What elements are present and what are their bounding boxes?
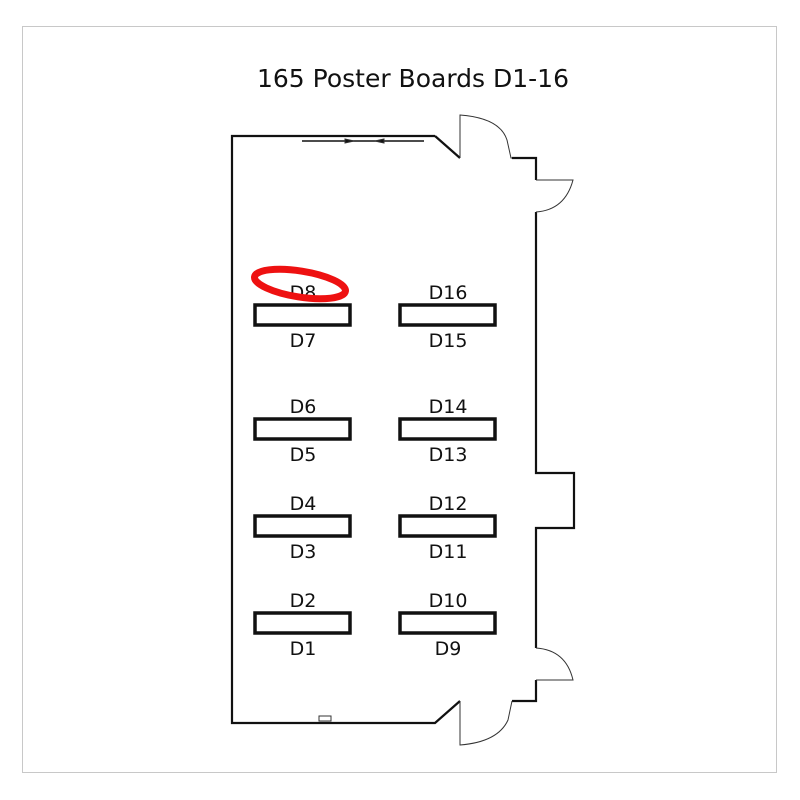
top-right-door (535, 179, 574, 213)
board-label-bottom: D11 (429, 541, 468, 563)
board-label-bottom: D13 (429, 444, 468, 466)
board-label-bottom: D9 (435, 638, 462, 660)
board-label-top: D2 (290, 590, 317, 612)
board-label-top: D16 (429, 282, 468, 304)
arrow-icon (344, 138, 355, 144)
room-walls (230, 134, 576, 725)
board-rect (398, 514, 497, 538)
board-label-bottom: D7 (290, 330, 317, 352)
board-label-top: D6 (290, 396, 317, 418)
board-label-bottom: D15 (429, 330, 468, 352)
board-rect (253, 514, 352, 538)
top-door (459, 114, 512, 159)
board-label-top: D4 (290, 493, 317, 515)
bottom-door (459, 700, 513, 746)
board-rect (253, 303, 352, 327)
board-label-bottom: D1 (290, 638, 317, 660)
board-label-top: D14 (429, 396, 468, 418)
board-label-bottom: D3 (290, 541, 317, 563)
board-rect (398, 611, 497, 635)
bottom-right-door (535, 647, 574, 681)
board-rect (253, 417, 352, 441)
highlight-circle (251, 265, 349, 303)
diagram-title: 165 Poster Boards D1-16 (257, 64, 569, 93)
board-label-bottom: D5 (290, 444, 317, 466)
arrow-icon (374, 138, 385, 144)
outlet (318, 715, 332, 722)
doors (302, 114, 574, 746)
board-rect (253, 611, 352, 635)
board-label-top: D10 (429, 590, 468, 612)
diagram-frame (22, 26, 777, 773)
board-rect (398, 417, 497, 441)
board-rect (398, 303, 497, 327)
board-label-top: D12 (429, 493, 468, 515)
